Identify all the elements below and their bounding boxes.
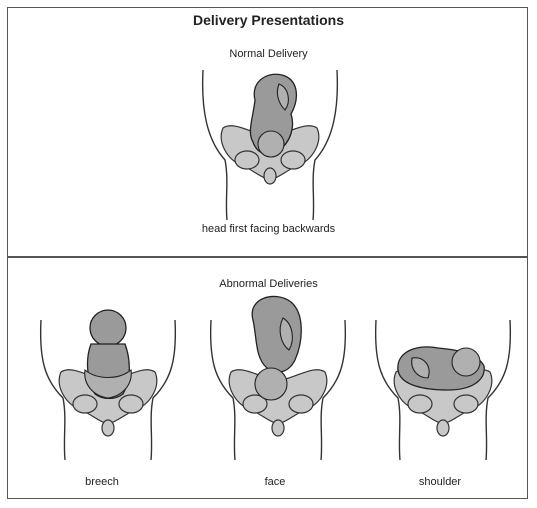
- breech-illustration: [33, 300, 183, 460]
- shoulder-caption: shoulder: [380, 476, 500, 488]
- shoulder-illustration: [368, 300, 518, 460]
- section-divider: [7, 256, 528, 258]
- abnormal-deliveries-heading: Abnormal Deliveries: [0, 278, 537, 290]
- normal-delivery-illustration: [195, 70, 345, 220]
- breech-caption: breech: [42, 476, 162, 488]
- diagram-title: Delivery Presentations: [0, 12, 537, 28]
- face-caption: face: [215, 476, 335, 488]
- normal-delivery-heading: Normal Delivery: [0, 48, 537, 60]
- normal-delivery-caption: head first facing backwards: [0, 223, 537, 235]
- face-illustration: [203, 290, 353, 460]
